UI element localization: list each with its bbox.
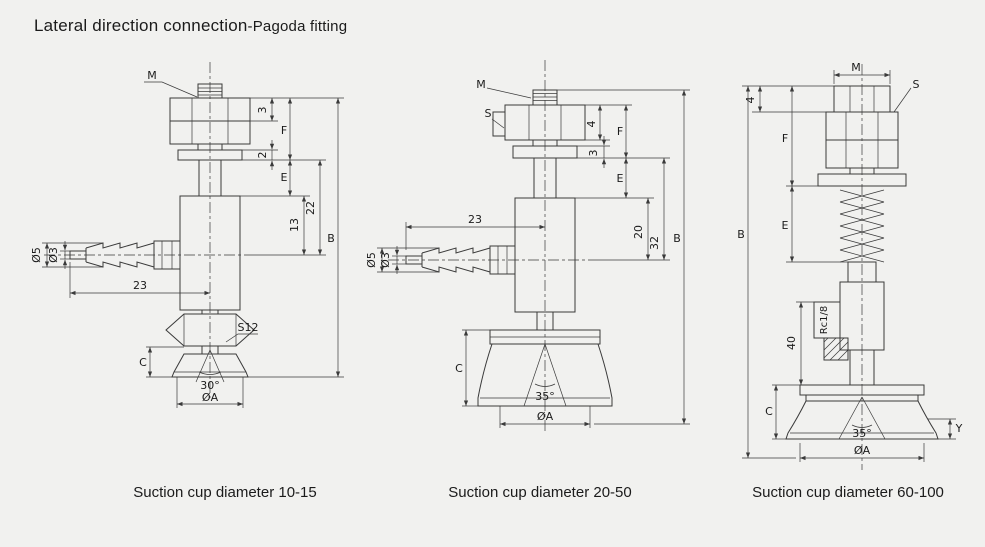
- page-title-suffix: -Pagoda fitting: [247, 18, 348, 35]
- fig3-dim-diaA: ØA: [799, 443, 925, 462]
- fig1-label-b: B: [327, 232, 335, 245]
- fig1-m-callout: M: [144, 69, 198, 98]
- fig2-dim-c: C: [455, 329, 490, 407]
- fig1-caption: Suction cup diameter 10-15: [133, 484, 317, 501]
- fig3-label-diaA: ØA: [854, 444, 871, 457]
- page-title-main: Lateral direction connection: [34, 16, 248, 35]
- fig1-label-3: 3: [256, 107, 269, 114]
- fig2-label-diaA: ØA: [537, 410, 554, 423]
- fig3-label-c: C: [765, 405, 773, 418]
- fig1-label-c: C: [139, 356, 147, 369]
- fig2-angle-35: 35°: [523, 343, 567, 407]
- fig3-label-y: Y: [955, 422, 963, 435]
- fig1-label-23: 23: [133, 279, 147, 292]
- fig1-label-13: 13: [288, 218, 301, 232]
- fig3-caption: Suction cup diameter 60-100: [752, 484, 944, 501]
- fig2-dim-dia5: Ø5: [365, 247, 439, 273]
- fig1-label-dia3: Ø3: [47, 247, 60, 263]
- figure-3: M S: [737, 61, 963, 470]
- fig3-label-e: E: [782, 219, 789, 232]
- fig3-washer: [817, 167, 907, 187]
- fig2-right-dimensions: 4 F 3 E 20 32 B: [557, 89, 690, 425]
- fig1-dim-23: 23: [69, 262, 210, 298]
- fig2-label-f: F: [617, 125, 623, 138]
- fig1-dim-c: C: [139, 346, 184, 378]
- figure-1: Ø5 Ø3 23 S12: [30, 62, 344, 408]
- fig1-angle-30: 30°: [195, 349, 225, 392]
- fig3-label-40: 40: [785, 336, 798, 350]
- fig2-centerlines: [388, 60, 598, 432]
- fig1-label-dia5: Ø5: [30, 247, 43, 263]
- fig1-label-diaA: ØA: [202, 391, 219, 404]
- fig2-label-dia3: Ø3: [379, 252, 392, 268]
- fig3-dim-c: C: [765, 384, 800, 440]
- fig1-label-f: F: [281, 124, 287, 137]
- fig1-right-dimensions: 3 F 2 E 13 22 B: [240, 97, 344, 378]
- fig2-label-m: M: [476, 78, 486, 91]
- fig2-label-dia5: Ø5: [365, 252, 378, 268]
- fig3-label-s: S: [913, 78, 920, 91]
- fig1-label-2: 2: [256, 152, 269, 159]
- fig1-label-angle: 30°: [200, 379, 220, 392]
- fig3-label-4: 4: [744, 97, 757, 104]
- fig2-pagoda-fitting: [405, 245, 516, 275]
- fig2-label-s: S: [485, 107, 492, 120]
- fig1-dim-diaA: ØA: [176, 377, 244, 408]
- fig3-label-rc: Rc1/8: [819, 306, 830, 335]
- fig2-dim-dia3: Ø3: [379, 246, 406, 274]
- fig3-left-dimensions: 4 F E B: [737, 85, 848, 459]
- fig2-caption: Suction cup diameter 20-50: [448, 484, 632, 501]
- fig2-s-callout: S: [485, 107, 505, 129]
- fig1-lower-hex-nut: [165, 309, 255, 347]
- fig1-label-m: M: [147, 69, 157, 82]
- fig3-spring: [839, 189, 885, 263]
- fig2-label-b: B: [673, 232, 681, 245]
- fig2-label-e: E: [617, 172, 624, 185]
- fig3-label-b: B: [737, 228, 745, 241]
- fig3-label-m: M: [851, 61, 861, 74]
- fig2-threaded-stud: [532, 89, 558, 147]
- fig3-label-angle: 35°: [852, 427, 872, 440]
- fig1-label-22: 22: [304, 201, 317, 215]
- fig2-label-23: 23: [468, 213, 482, 226]
- fig2-label-4: 4: [585, 121, 598, 128]
- fig2-dim-23: 23: [405, 213, 545, 250]
- fig2-dim-diaA: ØA: [499, 406, 591, 428]
- fig3-dim-40: 40: [785, 301, 814, 385]
- fig3-suction-cup: [785, 384, 939, 440]
- fig1-pagoda-fitting: [69, 240, 181, 270]
- fig1-centerlines: [44, 62, 252, 398]
- fig3-dim-y: Y: [928, 418, 963, 440]
- fig3-s-callout: S: [893, 78, 920, 113]
- fig2-m-callout: M: [476, 78, 532, 99]
- fig3-dim-m: M: [833, 61, 891, 84]
- page-title: Lateral direction connection-Pagoda fitt…: [34, 16, 347, 36]
- fig2-label-3: 3: [587, 150, 600, 157]
- fig1-s12-callout: S12: [225, 321, 259, 343]
- fig2-label-c: C: [455, 362, 463, 375]
- fig1-dim-dia5: Ø5: [30, 242, 103, 268]
- fig3-label-f: F: [782, 132, 788, 145]
- fig2-label-angle: 35°: [535, 390, 555, 403]
- fig1-label-s12: S12: [238, 321, 259, 334]
- fig2-hex-nut: [504, 104, 586, 141]
- fig3-port: Rc1/8: [813, 301, 849, 361]
- fig2-label-20: 20: [632, 225, 645, 239]
- figure-2: M S Ø5: [365, 60, 690, 432]
- fig3-hex-nuts: [825, 111, 899, 169]
- fig1-label-e: E: [281, 171, 288, 184]
- fig2-label-32: 32: [648, 236, 661, 250]
- fig1-dim-dia3: Ø3: [47, 241, 70, 269]
- fig3-angle-35: 35°: [838, 396, 886, 440]
